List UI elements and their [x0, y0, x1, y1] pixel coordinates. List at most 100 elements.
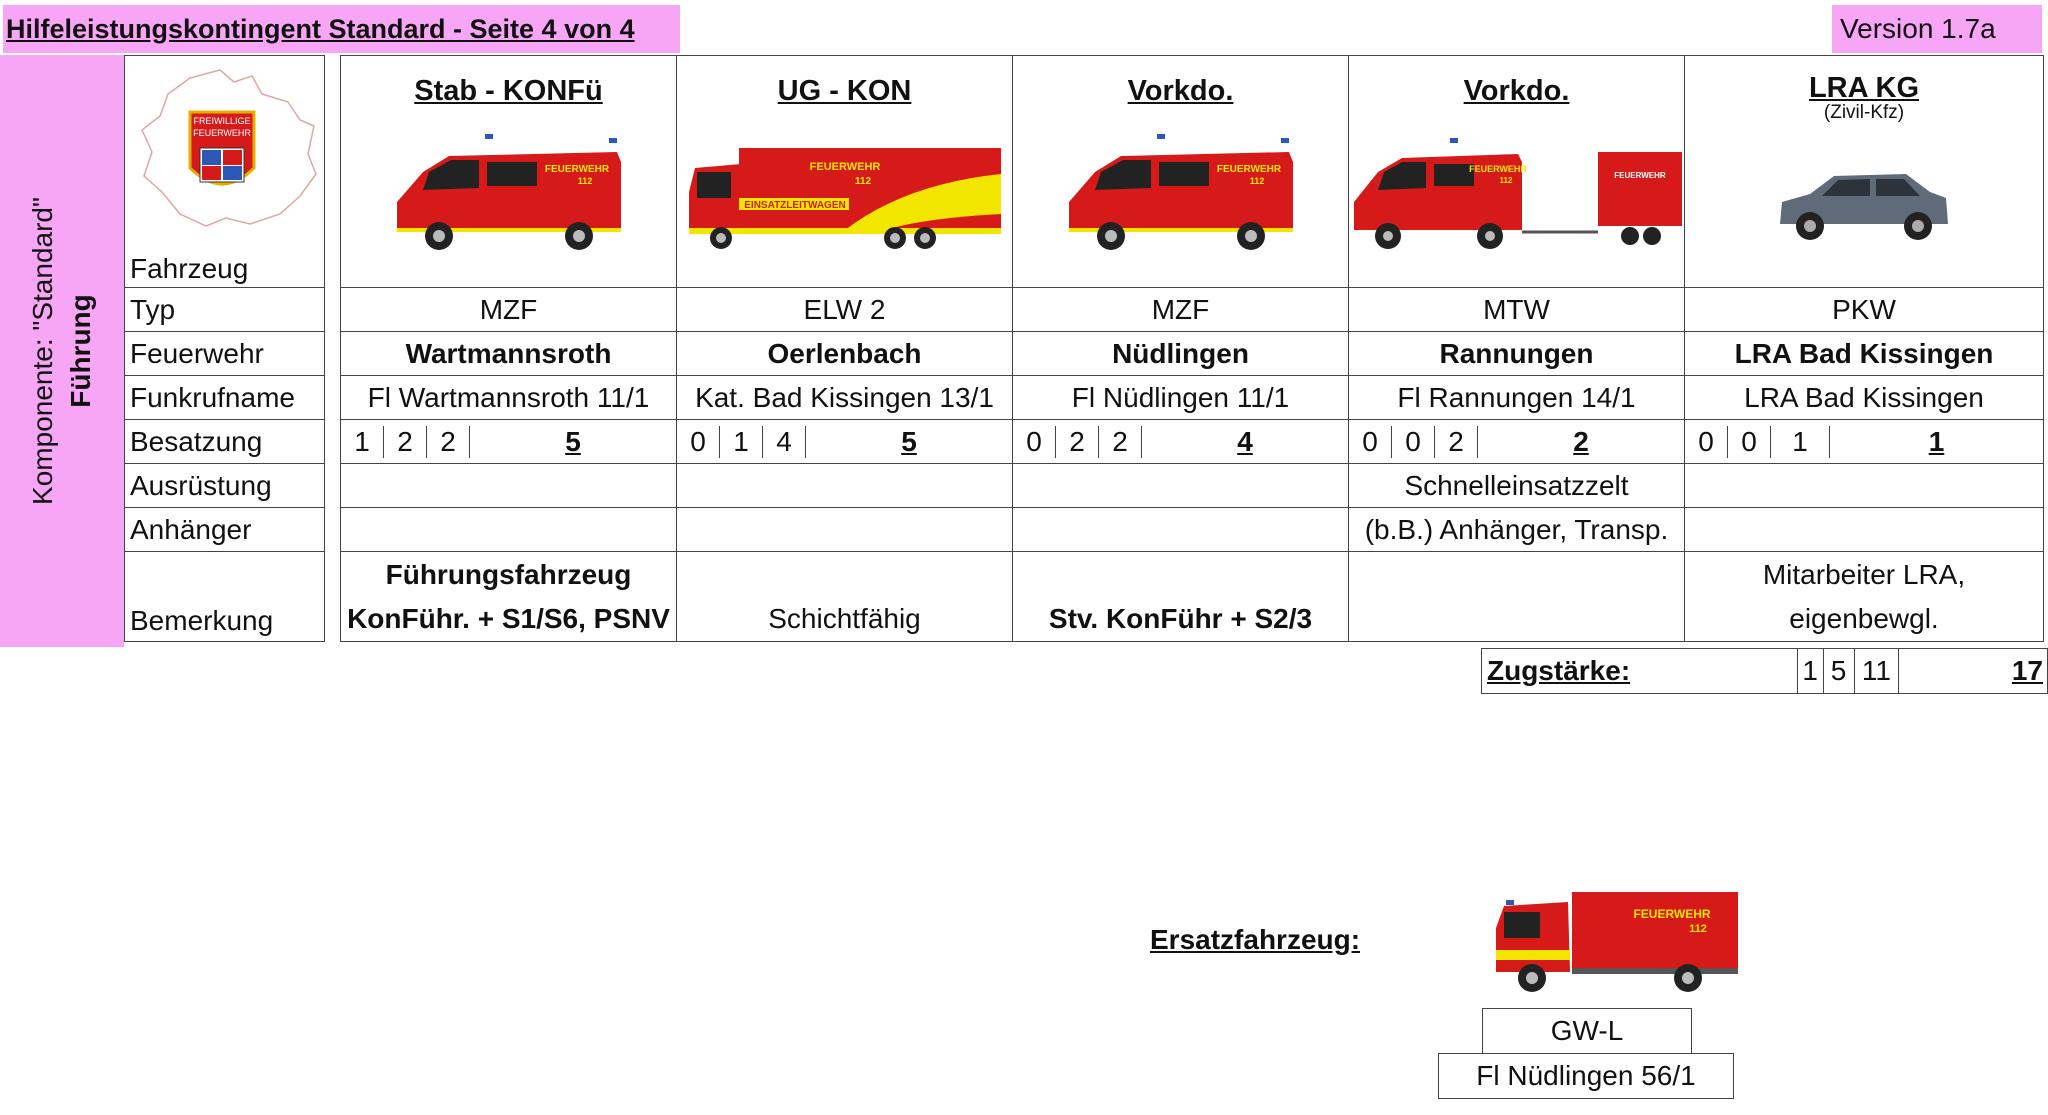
unit-funkrufname: Fl Rannungen 14/1	[1348, 375, 1685, 420]
unit-3-header-cell: Vorkdo. FEUERWEHR 112	[1012, 55, 1349, 288]
svg-text:FEUERWEHR: FEUERWEHR	[1469, 164, 1527, 174]
row-label-typ: Typ	[124, 287, 325, 332]
unit-ausruestung	[340, 463, 677, 508]
truck-icon: FEUERWEHR 112	[1496, 892, 1738, 992]
zugstaerke-zug: 5	[1822, 648, 1855, 694]
unit-ausruestung: Schnelleinsatzzelt	[1348, 463, 1685, 508]
bemerkung-line: Mitarbeiter LRA,	[1762, 558, 1966, 590]
svg-text:EINSATZLEITWAGEN: EINSATZLEITWAGEN	[744, 200, 845, 211]
unit-feuerwehr: LRA Bad Kissingen	[1684, 331, 2044, 376]
command-truck-icon: EINSATZLEITWAGEN FEUERWEHR 112	[688, 148, 1001, 249]
zugstaerke-table: Zugstärke: 1 5 11 17	[1480, 648, 2048, 694]
svg-text:FEUERWEHR: FEUERWEHR	[544, 164, 609, 175]
row-funkrufname: Funkrufname Fl Wartmannsroth 11/1 Kat. B…	[124, 375, 2044, 420]
svg-text:FREIWILLIGE: FREIWILLIGE	[193, 116, 250, 126]
besatzung-total: 5	[565, 425, 581, 457]
component-group: Führung	[65, 294, 96, 408]
district-logo-icon: FREIWILLIGE FEUERWEHR	[141, 69, 317, 227]
svg-text:112: 112	[1689, 923, 1707, 935]
unit-header: LRA KG	[1808, 72, 1920, 104]
besatzung-verband: 0	[678, 425, 720, 458]
svg-text:112: 112	[1499, 176, 1512, 185]
row-ausruestung: Ausrüstung Schnelleinsatzzelt	[124, 463, 2044, 508]
besatzung-mannschaft: 1	[1771, 425, 1830, 458]
besatzung-total: 4	[1237, 425, 1253, 457]
unit-header: Vorkdo.	[1463, 75, 1570, 107]
svg-text:FEUERWEHR: FEUERWEHR	[1633, 907, 1710, 921]
bemerkung-line	[1350, 575, 1684, 619]
unit-header: Vorkdo.	[1127, 75, 1234, 107]
unit-2-header-cell: UG - KON EINSATZLEITWAGEN FEUERWEHR 112	[676, 55, 1013, 288]
bemerkung-line: Schichtfähig	[768, 602, 921, 634]
unit-ausruestung	[1684, 463, 2044, 508]
unit-bemerkung	[1348, 551, 1685, 642]
unit-header: Stab - KONFü	[414, 75, 603, 107]
component-label: Komponente: "Standard"	[27, 197, 58, 505]
unit-typ: MZF	[1012, 287, 1349, 332]
besatzung-verband: 0	[1350, 425, 1392, 458]
unit-besatzung: 0 1 4 5	[676, 419, 1013, 464]
unit-5-header-cell: LRA KG (Zivil-Kfz)	[1684, 55, 2044, 288]
row-besatzung: Besatzung 1 2 2 5 0 1 4 5 0 2 2 4 0 0 2 …	[124, 419, 2044, 464]
unit-1-header-cell: Stab - KONFü FEUERWEHR 112	[340, 55, 677, 288]
besatzung-mannschaft: 2	[1099, 425, 1142, 458]
row-label-feuerwehr: Feuerwehr	[124, 331, 325, 376]
unit-anhaenger: (b.B.) Anhänger, Transp.	[1348, 507, 1685, 552]
besatzung-mannschaft: 2	[1435, 425, 1478, 458]
bemerkung-line: KonFühr. + S1/S6, PSNV	[347, 602, 670, 634]
row-typ: Typ MZF ELW 2 MZF MTW PKW	[124, 287, 2044, 332]
row-label-bemerkung: Bemerkung	[124, 551, 325, 642]
van-icon: FEUERWEHR 112	[1068, 134, 1293, 250]
ersatz-funkrufname: Fl Nüdlingen 56/1	[1438, 1053, 1734, 1099]
bemerkung-line	[678, 553, 1012, 597]
unit-feuerwehr: Rannungen	[1348, 331, 1685, 376]
besatzung-verband: 0	[1686, 425, 1728, 458]
besatzung-zug: 2	[384, 425, 427, 458]
van-icon: FEUERWEHR 112	[396, 134, 621, 250]
zugstaerke-label: Zugstärke:	[1480, 648, 1668, 694]
unit-feuerwehr: Wartmannsroth	[340, 331, 677, 376]
besatzung-total: 2	[1573, 425, 1589, 457]
svg-text:FEUERWEHR: FEUERWEHR	[1216, 164, 1281, 175]
unit-bemerkung: Schichtfähig	[676, 551, 1013, 642]
unit-funkrufname: LRA Bad Kissingen	[1684, 375, 2044, 420]
unit-anhaenger	[676, 507, 1013, 552]
svg-text:FEUERWEHR: FEUERWEHR	[1614, 171, 1666, 180]
bemerkung-line	[1014, 553, 1348, 597]
zugstaerke-verband: 1	[1796, 648, 1824, 694]
besatzung-mannschaft: 4	[763, 425, 806, 458]
row-label-fahrzeug: Fahrzeug	[130, 253, 249, 284]
unit-feuerwehr: Oerlenbach	[676, 331, 1013, 376]
ersatzfahrzeug-label: Ersatzfahrzeug:	[1150, 924, 1361, 955]
unit-table: FREIWILLIGE FEUERWEHR Fahrzeug Stab - KO…	[124, 55, 2044, 642]
page-title: Hilfeleistungskontingent Standard - Seit…	[3, 5, 680, 53]
unit-typ: MZF	[340, 287, 677, 332]
row-bemerkung: Bemerkung Führungsfahrzeug KonFühr. + S1…	[124, 551, 2044, 642]
svg-text:FEUERWEHR: FEUERWEHR	[193, 128, 251, 138]
unit-bemerkung: Mitarbeiter LRA, eigenbewgl.	[1684, 551, 2044, 642]
unit-ausruestung	[1012, 463, 1349, 508]
row-label-anhaenger: Anhänger	[124, 507, 325, 552]
vehicle-row: FREIWILLIGE FEUERWEHR Fahrzeug Stab - KO…	[124, 55, 2044, 288]
unit-besatzung: 0 2 2 4	[1012, 419, 1349, 464]
unit-bemerkung: Führungsfahrzeug KonFühr. + S1/S6, PSNV	[340, 551, 677, 642]
unit-bemerkung: Stv. KonFühr + S2/3	[1012, 551, 1349, 642]
besatzung-zug: 1	[720, 425, 763, 458]
row-feuerwehr: Feuerwehr Wartmannsroth Oerlenbach Nüdli…	[124, 331, 2044, 376]
unit-besatzung: 0 0 2 2	[1348, 419, 1685, 464]
bemerkung-line: Führungsfahrzeug	[385, 558, 632, 590]
besatzung-total: 1	[1928, 425, 1945, 457]
unit-anhaenger	[340, 507, 677, 552]
unit-besatzung: 0 0 1 1	[1684, 419, 2044, 464]
unit-funkrufname: Kat. Bad Kissingen 13/1	[676, 375, 1013, 420]
component-sidebar: Komponente: "Standard" Führung	[0, 55, 124, 647]
zugstaerke-total: 17	[1898, 648, 2048, 694]
bemerkung-line: Stv. KonFühr + S2/3	[1048, 602, 1313, 634]
besatzung-zug: 2	[1056, 425, 1099, 458]
row-anhaenger: Anhänger (b.B.) Anhänger, Transp.	[124, 507, 2044, 552]
unit-subheader: (Zivil-Kfz)	[1823, 102, 1905, 123]
besatzung-total: 5	[901, 425, 917, 457]
unit-typ: PKW	[1684, 287, 2044, 332]
suv-icon	[1780, 174, 1948, 240]
unit-feuerwehr: Nüdlingen	[1012, 331, 1349, 376]
